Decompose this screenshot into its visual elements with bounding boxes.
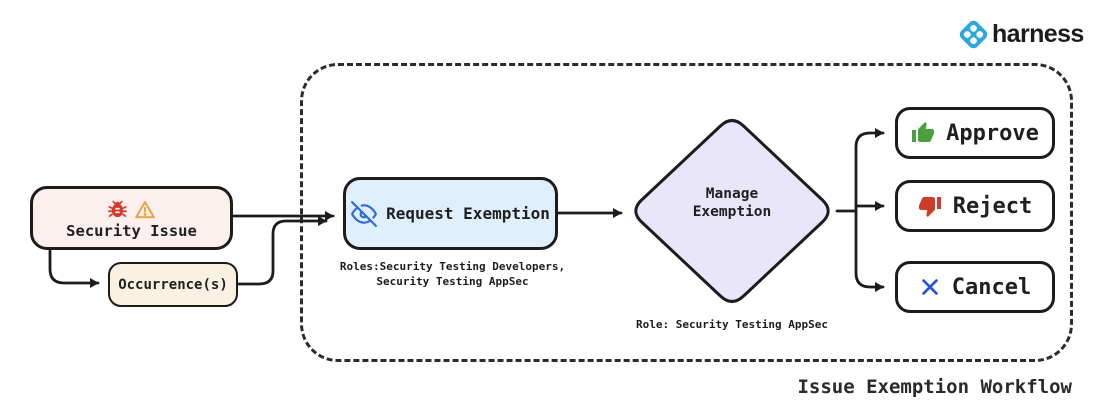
harness-wordmark: harness	[992, 20, 1084, 48]
reject-label: Reject	[952, 193, 1033, 219]
manage-exemption-diamond	[634, 119, 830, 303]
harness-logo: harness	[958, 19, 1084, 50]
node-approve: Approve	[895, 107, 1055, 159]
bug-icon	[107, 199, 128, 220]
arrow-security-to-occurrence	[48, 248, 100, 288]
manage-exemption-line1: Manage	[705, 186, 759, 202]
arrow-fork-to-cancel	[854, 209, 885, 292]
manage-exemption-role: Role: Security Testing AppSec	[635, 318, 829, 331]
security-issue-label: Security Issue	[66, 221, 197, 240]
node-occurrences: Occurrence(s)	[108, 262, 238, 307]
node-reject: Reject	[895, 180, 1055, 232]
warning-triangle-icon	[134, 199, 156, 221]
x-cancel-icon	[919, 276, 941, 298]
request-exemption-label: Request Exemption	[386, 204, 550, 223]
thumbs-up-icon	[911, 121, 935, 145]
manage-exemption-line2: Exemption	[692, 203, 772, 220]
workflow-dashed-frame	[300, 63, 1073, 362]
node-cancel: Cancel	[895, 261, 1055, 313]
cancel-label: Cancel	[951, 274, 1032, 300]
occurrences-label: Occurrence(s)	[118, 276, 228, 293]
roles-line-1: Roles:Security Testing Developers,	[339, 260, 566, 273]
node-security-issue: Security Issue	[30, 186, 233, 250]
approve-label: Approve	[946, 120, 1039, 146]
arrow-fork-to-approve	[854, 128, 885, 213]
thumbs-down-icon	[918, 194, 942, 218]
request-exemption-roles: Roles:Security Testing Developers, Secur…	[325, 260, 580, 289]
manage-exemption-label: Manage Exemption	[650, 186, 814, 221]
eye-off-icon	[351, 200, 378, 227]
security-issue-icons	[107, 199, 156, 221]
node-request-exemption: Request Exemption	[343, 177, 558, 250]
arrow-occurrence-to-request	[236, 216, 328, 286]
harness-logo-icon	[958, 19, 989, 50]
roles-line-2: Security Testing AppSec	[376, 274, 529, 288]
workflow-title: Issue Exemption Workflow	[797, 376, 1072, 398]
